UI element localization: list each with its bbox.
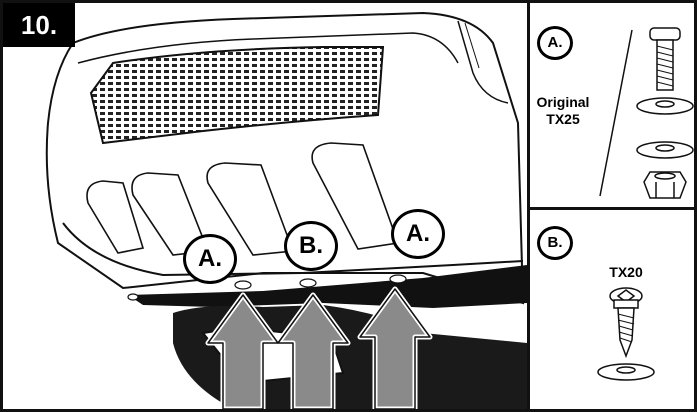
- panel-a-callout: A.: [537, 26, 573, 60]
- step-number: 10.: [3, 3, 75, 47]
- panel-a-label-line1: Original: [536, 94, 590, 110]
- callout-a-right: A.: [391, 209, 445, 259]
- panel-b-label: TX20: [609, 264, 643, 280]
- panel-divider: [527, 0, 530, 412]
- bumper-drawing: [45, 11, 527, 409]
- panel-a-label-line2: TX25: [546, 111, 580, 127]
- main-illustration: 10. A. B. A.: [3, 3, 527, 409]
- callout-a-left: A.: [183, 234, 237, 284]
- panel-a-label: Original TX25: [528, 94, 598, 128]
- panel-b-callout: B.: [537, 226, 573, 260]
- callout-b: B.: [284, 221, 338, 271]
- panel-divider-horizontal: [530, 207, 697, 210]
